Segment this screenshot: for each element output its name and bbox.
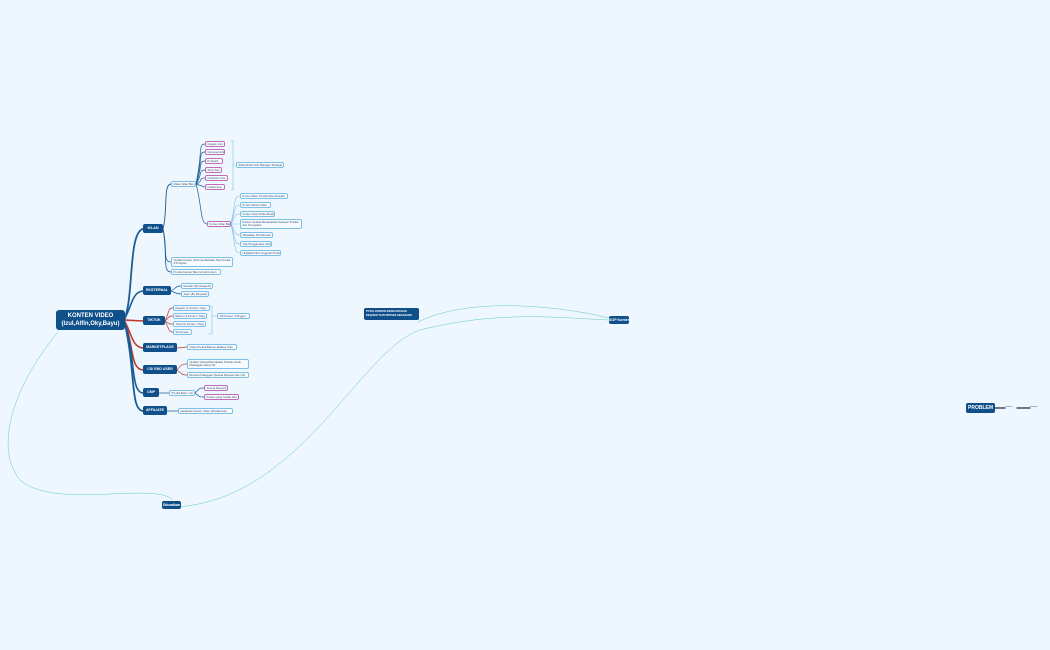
leaf-konten-highlight[interactable]: Highlight Fitur Unggulan Produk [240, 250, 281, 256]
topic-sop-konten[interactable]: SOP Konten [609, 316, 629, 324]
leaf-iklan-produk-konten[interactable]: Produk Konten Baru Untuk Konten [171, 269, 221, 275]
leaf-eksternal-agen[interactable]: Agen (By Request) [181, 291, 209, 297]
leaf-ig-summary[interactable]: (Dibutuhkan Ads Manager Strategi) [236, 162, 284, 168]
leaf-cmp-produk-baru[interactable]: Produk Baru / Up [169, 390, 195, 396]
topic-problem[interactable]: PROBLEM [966, 403, 995, 413]
branch-tiktok [123, 319, 144, 322]
leaf-tiktok-reguler[interactable]: Reguler (1 Konten / Day) [173, 305, 210, 311]
leaf-tiktok-showcase[interactable]: Showcase [173, 329, 192, 335]
leaf-cs-review[interactable]: Review Pelanggan (Sesuai Request dan CS) [187, 372, 249, 378]
leaf-konten-produk-baru[interactable]: Dibuatkan Produk baru [240, 232, 273, 238]
root-node[interactable]: KONTEN VIDEO (Izul,Alfin,Oky,Bayu) [56, 310, 125, 330]
branch-affiliate [123, 319, 144, 412]
leaf-tiktok-summary[interactable]: (25 Konten / Minggu) [217, 313, 250, 319]
topic-cmp[interactable]: CMP [143, 388, 159, 397]
leaf-ig-story[interactable]: Story Ads [205, 167, 222, 173]
topic-cs-end-user[interactable]: CS/ END USER [143, 365, 177, 374]
leaf-eksternal-reseller[interactable]: Reseller (By Request) [181, 283, 213, 289]
topic-eksternal[interactable]: EKSTERNAL [143, 286, 171, 295]
leaf-cmp-konten-ada[interactable]: Konten yang Sudah Ada [204, 394, 239, 400]
curve-text-sop [417, 305, 610, 323]
leaf-ig-instant[interactable]: Instant Exp [205, 184, 225, 190]
leaf-tiktok-basics[interactable]: Basics (3 Konten / Day) [173, 313, 207, 319]
leaf-ig-collection[interactable]: Collection Ads [205, 175, 228, 181]
root-subtitle: (Izul,Alfin,Oky,Bayu) [61, 321, 120, 327]
curve-root-dibuatkan [7, 331, 173, 500]
leaf-ig-reguler[interactable]: Reguler Ads [205, 141, 225, 147]
topic-affiliate[interactable]: AFFILIATE [143, 406, 167, 415]
leaf-materi-iklan[interactable]: Materi Iklan Baru [171, 181, 196, 187]
leaf-konten-baru[interactable]: Konten Iklan Baru [207, 221, 231, 227]
topic-dibuatkan[interactable]: Dibuatkan [162, 501, 181, 509]
branch-iklan [123, 228, 144, 321]
branch-eksternal [123, 290, 144, 321]
problem-link-evaluasi: Evaluasi [1030, 406, 1038, 408]
leaf-ig-reels[interactable]: IG Reels [205, 158, 223, 164]
problem-link-kendala: Kendala [1005, 406, 1013, 408]
topic-tiktok[interactable]: TIKTOK [143, 316, 165, 325]
leaf-iklan-update-berkala[interactable]: Update Konten Informasi Berkala Tiap Pro… [171, 257, 233, 267]
leaf-affiliate-database[interactable]: Database Konten Video (Produk Kat) [178, 408, 233, 414]
leaf-ig-carousel[interactable]: Carousel Ads [205, 149, 225, 155]
topic-marketplace[interactable]: MARKETPLACE [143, 343, 177, 352]
leaf-tiktok-trend[interactable]: Trend (2 Konten / Day) [173, 321, 206, 327]
floating-total-konten[interactable]: TOTAL KONTEN KESELURUHAN REQUEST DAN PRO… [364, 308, 419, 320]
leaf-konten-produk[interactable]: Konten Baru Produk (Dan Desain) [240, 193, 288, 199]
leaf-marketplace-video[interactable]: Video Produk Banner Etalase Toko [187, 344, 237, 350]
leaf-konten-tips[interactable]: Tips Penggunaan Varian [240, 241, 272, 247]
root-title: KONTEN VIDEO [67, 313, 114, 319]
curve-dibuatkan-sop [175, 316, 610, 508]
leaf-konten-update[interactable]: Konten Update Berdasarkan Kategori Produ… [240, 219, 302, 229]
leaf-cs-tutorial[interactable]: Update Tutorial Pemakaian Produk Untuk P… [187, 359, 249, 369]
topic-iklan[interactable]: IKLAN [143, 224, 163, 233]
leaf-cmp-sesuai-request[interactable]: Sesuai Request [204, 385, 228, 391]
leaf-konten-testi[interactable]: Konten Testi (Video Buat) [240, 211, 275, 217]
leaf-konten-before-after[interactable]: Konten Before After [240, 202, 271, 208]
